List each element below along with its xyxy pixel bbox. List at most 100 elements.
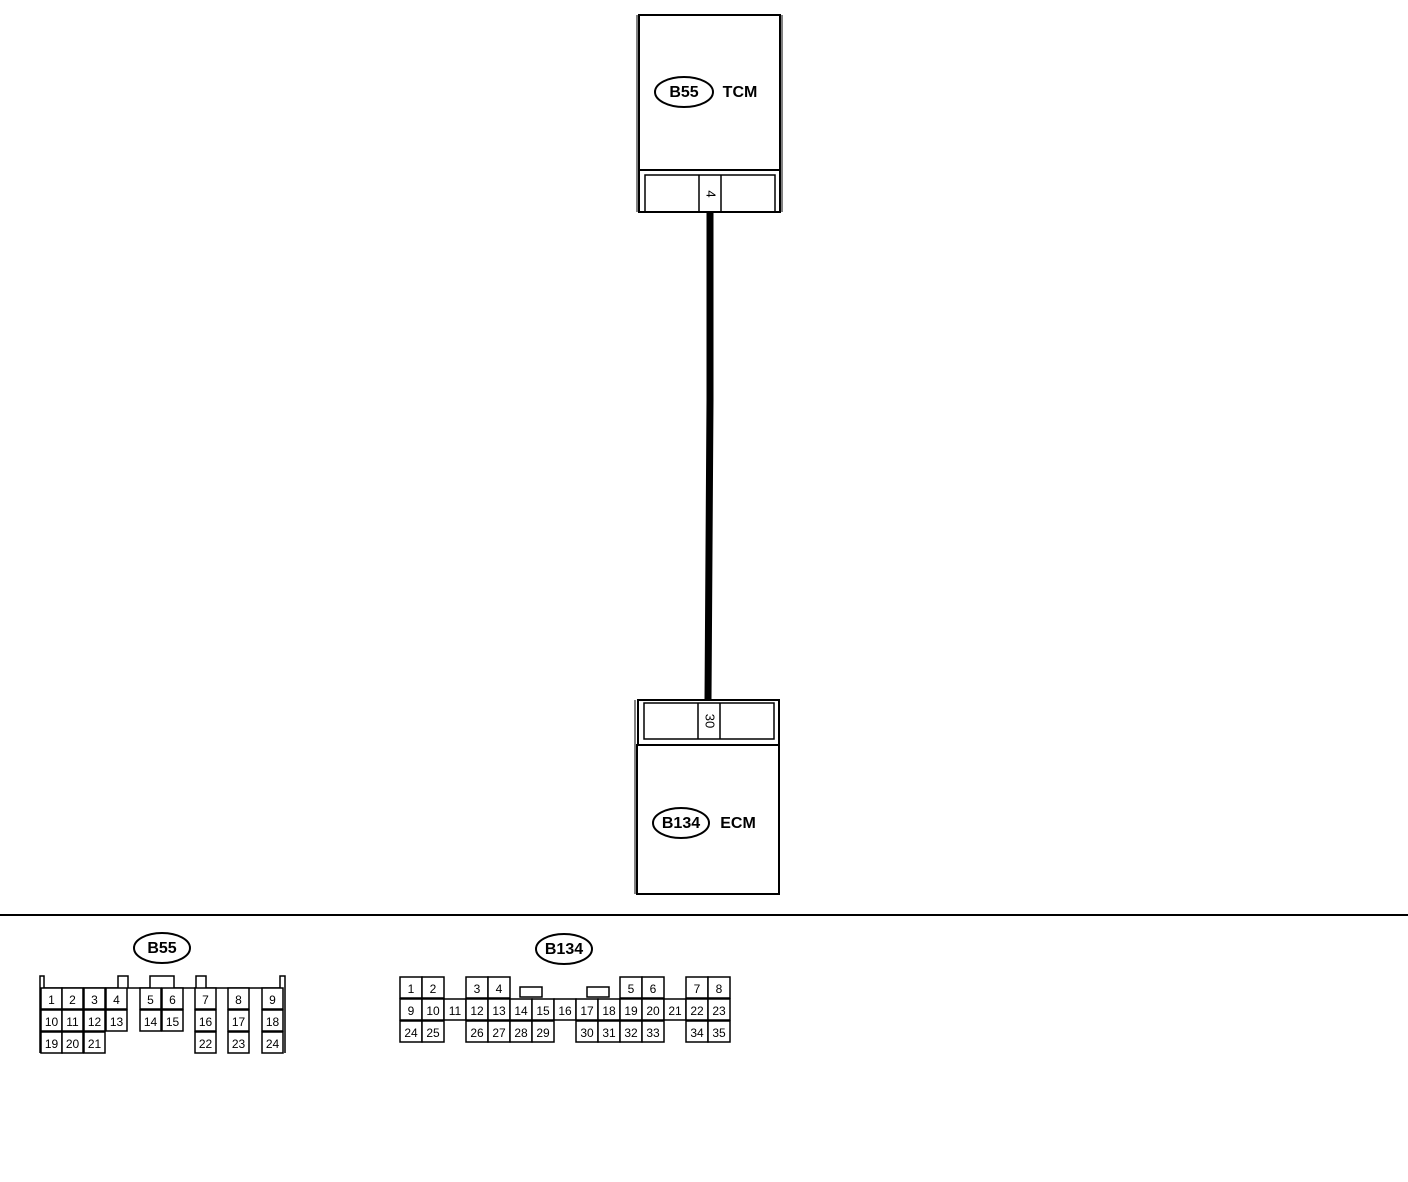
b134-pin-label: 34 [690,1026,704,1040]
b134-pin-label: 6 [650,982,657,996]
b55-pin-cell [83,987,106,1010]
b55-pin-label: 2 [69,993,76,1007]
b134-face-id: B134 [545,941,583,958]
b134-pin-label: 1 [408,982,415,996]
b134-pin-label: 9 [408,1004,415,1018]
b134-pin-label: 11 [449,1004,462,1018]
ecm-connector-id: B134 [662,815,700,832]
b55-pin-cell [83,1009,106,1032]
tcm-connector-oval [654,76,714,108]
b55-pin-cell [261,1031,284,1054]
b55-face-oval [133,932,191,964]
b55-pin-label: 24 [266,1037,280,1051]
b55-pin-cell [194,1009,217,1032]
b134-pin-cell [421,1020,445,1043]
b134-pin-label: 25 [426,1026,440,1040]
b55-pin-label: 12 [88,1015,102,1029]
tcm-pin-number: 4 [704,190,719,197]
b134-face-oval [535,933,593,965]
b55-pin-label: 6 [169,993,176,1007]
b134-pin-label: 12 [470,1004,484,1018]
b134-pin-label: 4 [496,982,503,996]
b55-pin-cell [227,1009,250,1032]
ecm-name: ECM [720,815,756,832]
tcm-connector: 4 [638,169,781,213]
b134-pin-label: 15 [536,1004,550,1018]
b134-pin-label: 21 [668,1004,682,1018]
b55-pin-cell [161,1009,184,1032]
b134-pin-label: 2 [430,982,437,996]
b134-pin-label: 26 [470,1026,484,1040]
ecm-connector: 30 [637,699,780,746]
b55-pin-label: 22 [199,1037,213,1051]
b55-pin-cell [161,987,184,1010]
tcm-connector-id: B55 [669,84,698,101]
b134-pin-label: 14 [514,1004,528,1018]
b134-pin-cell [707,976,731,999]
b55-pin-label: 16 [199,1015,213,1029]
b55-pin-cell [105,987,128,1010]
b134-pin-label: 16 [558,1004,572,1018]
b55-pin-cell [61,1031,84,1054]
b55-pin-label: 20 [66,1037,80,1051]
b55-face-id: B55 [147,940,176,957]
b55-pin-cell [61,987,84,1010]
b134-pin-label: 23 [712,1004,726,1018]
b55-pin-cell [227,1031,250,1054]
b134-pin-label: 5 [628,982,635,996]
ecm-pin-number: 30 [703,714,718,728]
b55-pin-label: 5 [147,993,154,1007]
b134-pin-cell [641,1020,665,1043]
signal-wire [704,212,714,701]
b55-pin-cell [194,987,217,1010]
b134-pin-label: 7 [694,982,701,996]
b55-pin-label: 14 [144,1015,158,1029]
b55-pin-label: 10 [45,1015,59,1029]
b134-pin-label: 20 [646,1004,660,1018]
b134-pin-cell [707,998,731,1021]
b55-pin-label: 21 [88,1037,102,1051]
b134-pin-label: 18 [602,1004,616,1018]
b134-pin-cell [487,976,511,999]
b134-pin-label: 13 [492,1004,506,1018]
b55-pin-label: 15 [166,1015,180,1029]
b134-pin-label: 31 [602,1026,616,1040]
b55-pin-cell [139,987,162,1010]
b55-pin-label: 13 [110,1015,124,1029]
b134-pin-label: 29 [536,1026,550,1040]
b55-pin-label: 11 [66,1015,79,1029]
b55-pin-label: 4 [113,993,120,1007]
b55-pin-label: 18 [266,1015,280,1029]
b55-pin-label: 1 [48,993,55,1007]
b55-pin-cell [139,1009,162,1032]
b134-pin-label: 35 [712,1026,726,1040]
b134-pin-label: 17 [580,1004,594,1018]
b134-pin-cell [531,1020,555,1043]
b55-pin-cell [105,1009,128,1032]
b134-pin-label: 19 [624,1004,638,1018]
b55-pin-label: 7 [202,993,209,1007]
b55-pin-cell [261,1009,284,1032]
b55-pin-label: 3 [91,993,98,1007]
b134-pin-label: 8 [716,982,723,996]
tcm-name: TCM [723,84,758,101]
b134-pin-label: 3 [474,982,481,996]
b134-pin-label: 33 [646,1026,660,1040]
b55-pin-cell [261,987,284,1010]
b134-pin-label: 10 [426,1004,440,1018]
ecm-module: B134 ECM [634,700,780,895]
b134-pin-cell [641,976,665,999]
b55-pin-label: 19 [45,1037,59,1051]
b134-pin-label: 32 [624,1026,638,1040]
b134-pin-label: 27 [492,1026,506,1040]
b55-pin-label: 8 [235,993,242,1007]
b55-pin-cell [61,1009,84,1032]
b134-pin-label: 28 [514,1026,528,1040]
b55-pin-cell [83,1031,106,1054]
b134-pin-cell [707,1020,731,1043]
